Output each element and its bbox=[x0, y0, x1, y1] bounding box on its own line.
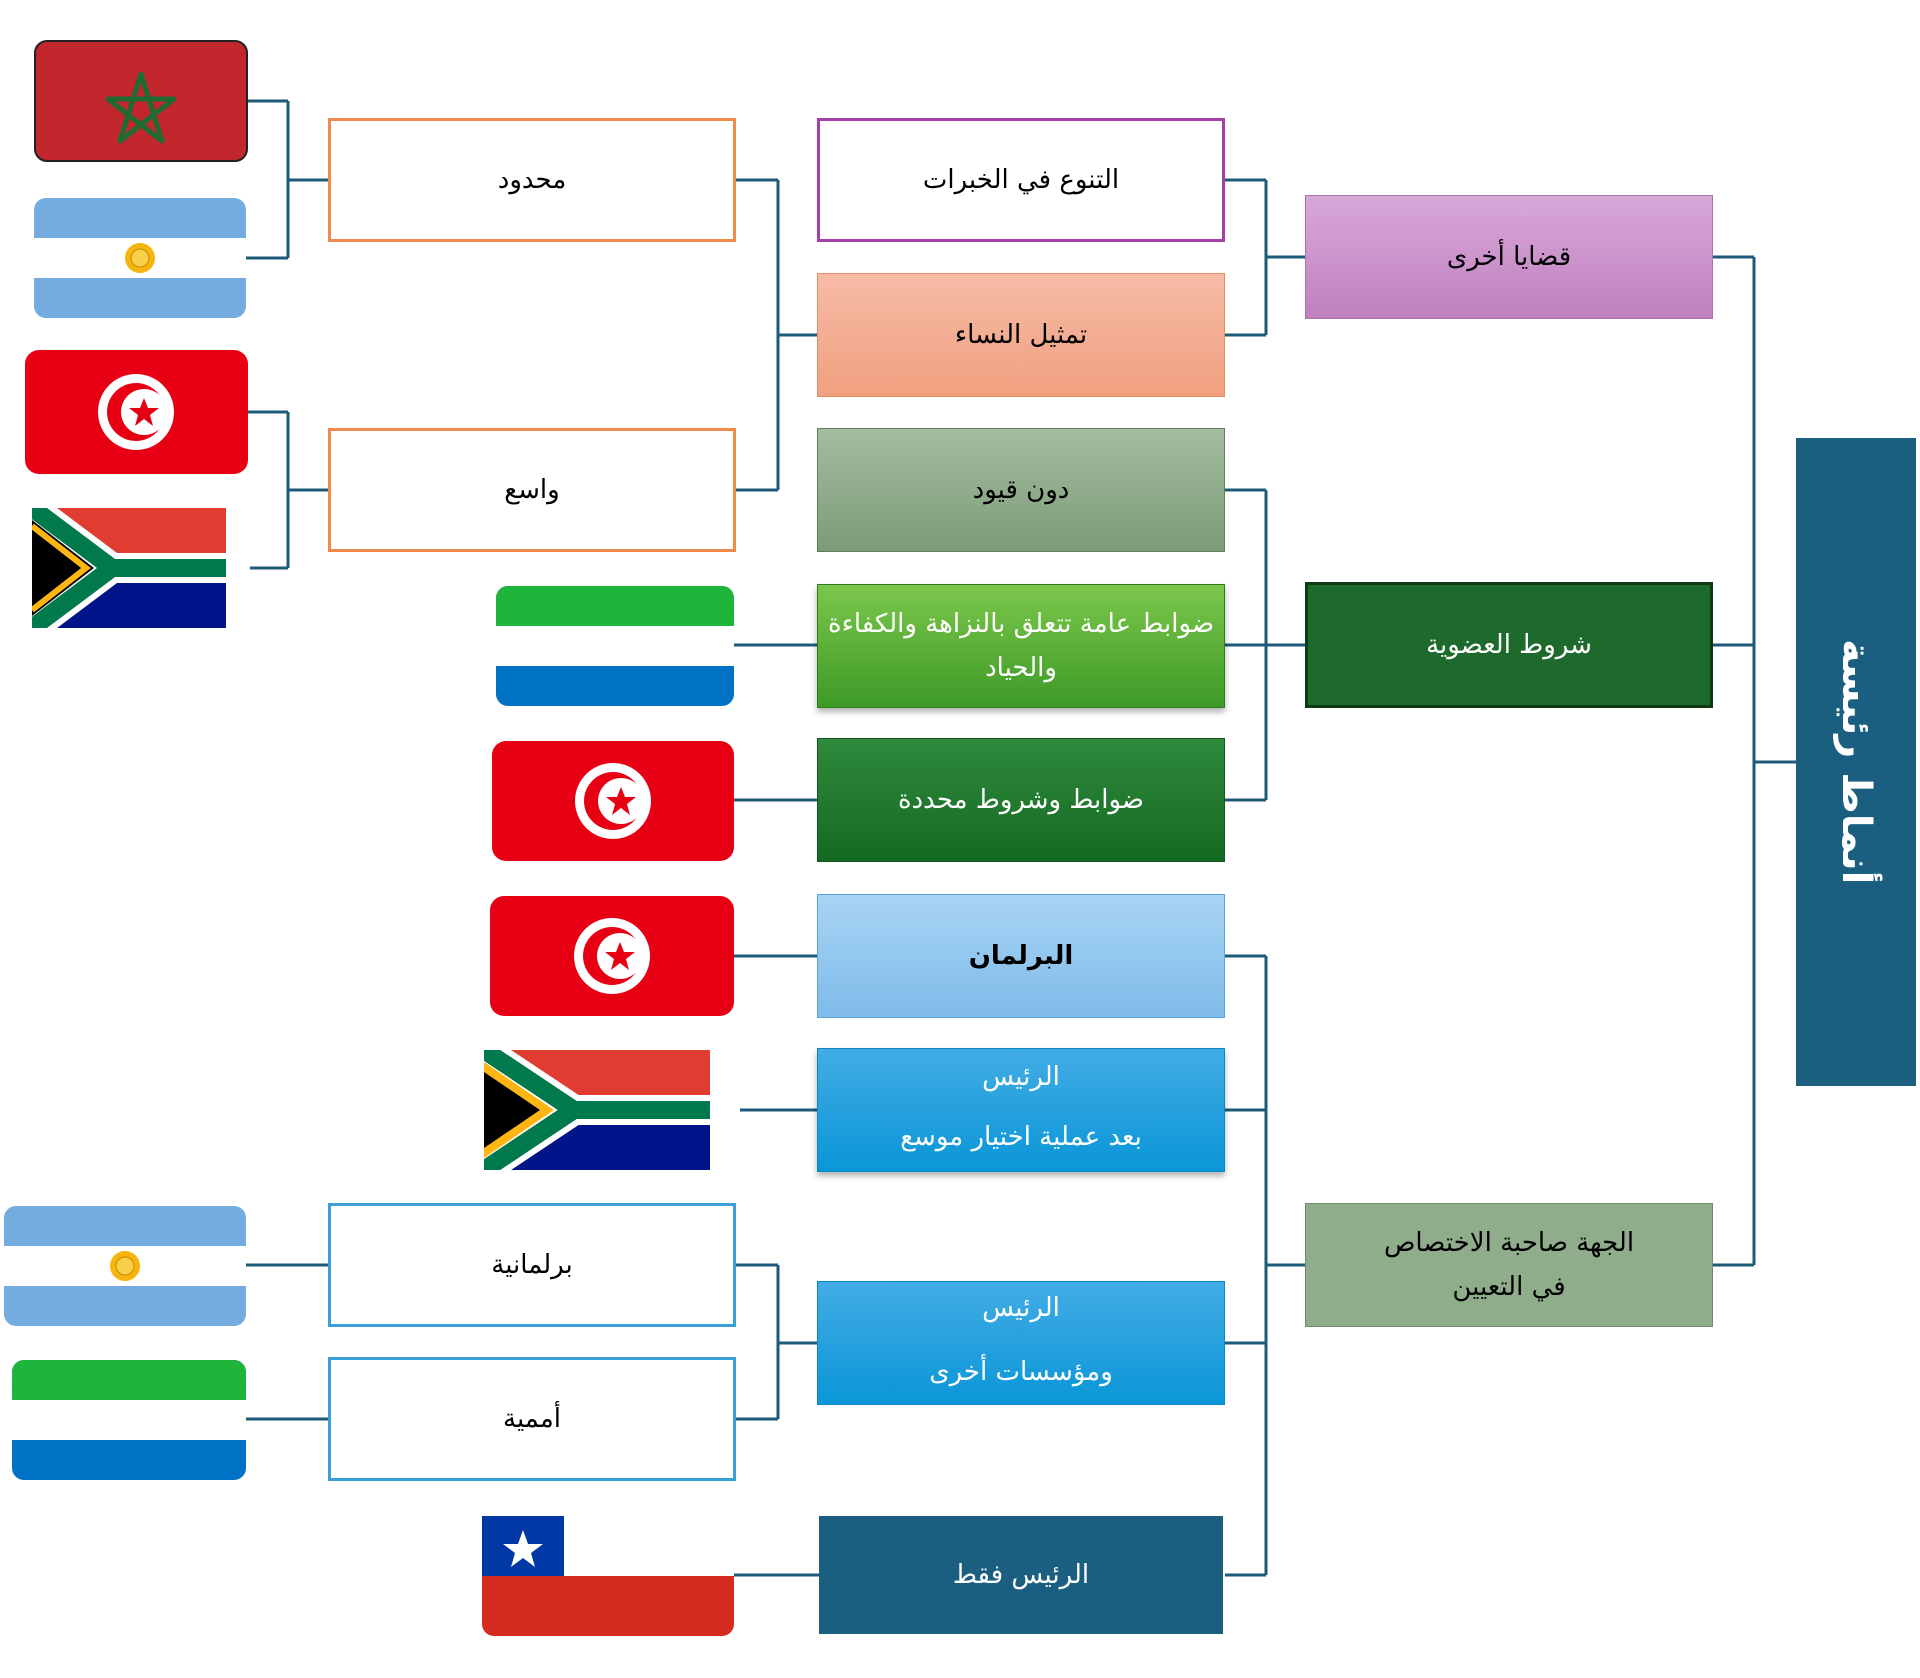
argentina-flag bbox=[34, 198, 246, 318]
item-president-institutions: الرئيس ومؤسسات أخرى bbox=[817, 1281, 1225, 1405]
tunisia-flag bbox=[492, 741, 734, 861]
subitem-broad: واسع bbox=[328, 428, 736, 552]
argentina-flag bbox=[4, 1206, 246, 1326]
south-africa-flag bbox=[484, 1050, 710, 1170]
south-africa-flag bbox=[32, 508, 226, 628]
item-parliament: البرلمان bbox=[817, 894, 1225, 1018]
item-president-expanded: الرئيس بعد عملية اختيار موسع bbox=[817, 1048, 1225, 1172]
item-no-restrictions: دون قيود bbox=[817, 428, 1225, 552]
chile-flag bbox=[482, 1516, 734, 1636]
item-experience-diversity: التنوع في الخبرات bbox=[817, 118, 1225, 242]
category-membership: شروط العضوية bbox=[1305, 582, 1713, 708]
morocco-flag bbox=[34, 40, 248, 162]
category-appointing-authority: الجهة صاحبة الاختصاص في التعيين bbox=[1305, 1203, 1713, 1327]
subitem-un: أممية bbox=[328, 1357, 736, 1481]
sierra-leone-flag bbox=[12, 1360, 246, 1480]
subitem-limited: محدود bbox=[328, 118, 736, 242]
subitem-parliamentary: برلمانية bbox=[328, 1203, 736, 1327]
root-label: أنماط رئيسة bbox=[1833, 639, 1879, 885]
tunisia-flag bbox=[25, 350, 248, 474]
item-women-representation: تمثيل النساء bbox=[817, 273, 1225, 397]
category-other-issues: قضايا أخرى bbox=[1305, 195, 1713, 319]
tunisia-flag bbox=[490, 896, 734, 1016]
item-president-only: الرئيس فقط bbox=[819, 1516, 1223, 1634]
item-specific-controls: ضوابط وشروط محددة bbox=[817, 738, 1225, 862]
item-general-controls: ضوابط عامة تتعلق بالنزاهة والكفاءة والحي… bbox=[817, 584, 1225, 708]
sierra-leone-flag bbox=[496, 586, 734, 706]
root-box: أنماط رئيسة bbox=[1796, 438, 1916, 1086]
